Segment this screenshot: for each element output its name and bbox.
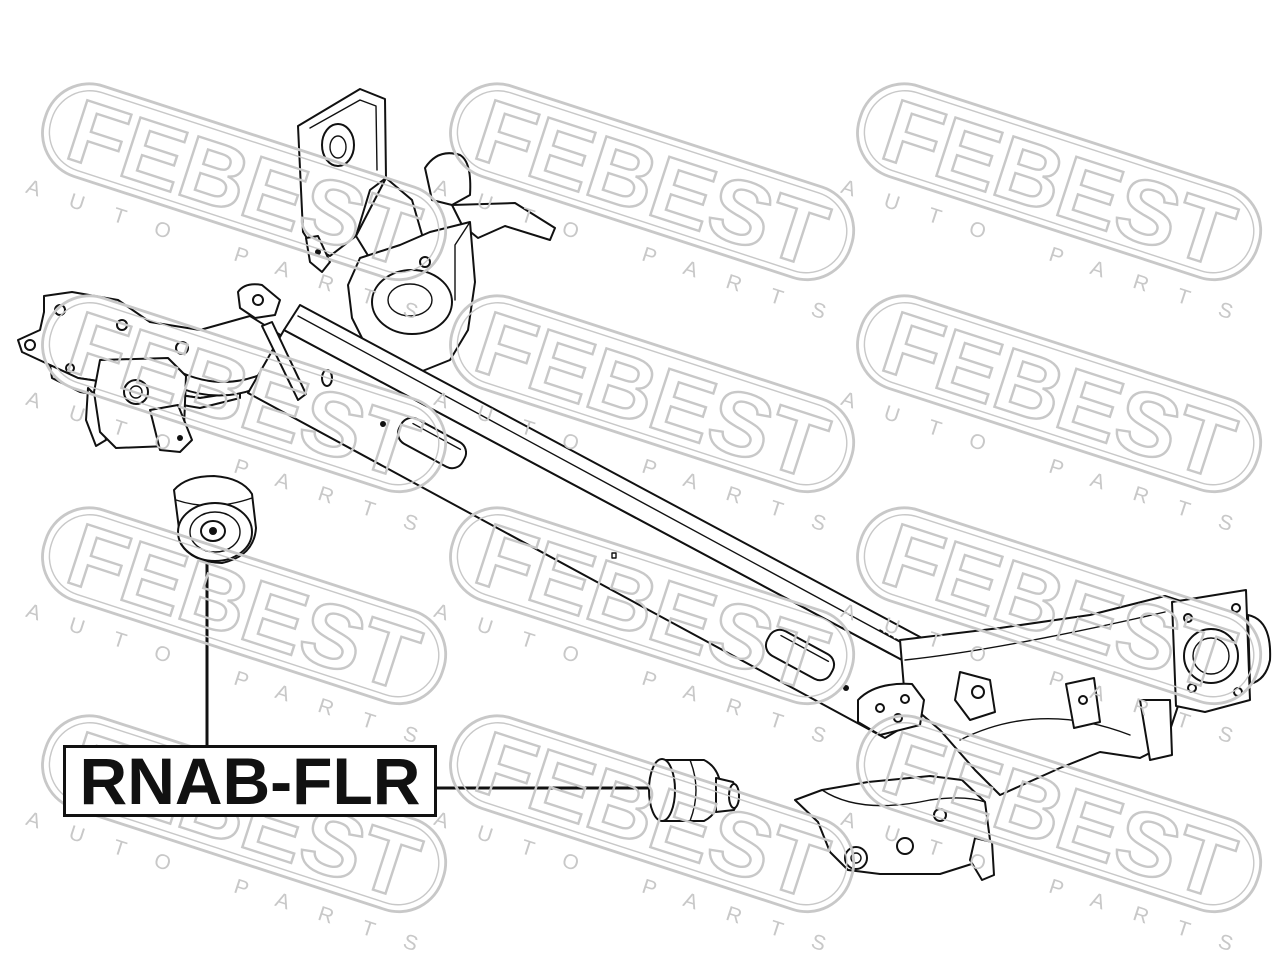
shock-bracket-edge	[309, 99, 378, 171]
watermark-frame	[41, 82, 448, 282]
watermark	[426, 69, 868, 327]
right-arm-bracket-hole	[1078, 695, 1088, 705]
beam-end-hole	[971, 685, 985, 699]
left-arm-tab-hole	[252, 294, 264, 306]
right-pivot-bolt	[844, 846, 868, 870]
flange-hole	[177, 435, 183, 441]
spring-seat-hole	[875, 703, 885, 713]
watermark	[18, 701, 460, 959]
watermark	[426, 701, 868, 959]
left-spring-seat-inner	[387, 283, 433, 317]
watermark	[833, 281, 1275, 539]
right-housing-hole	[896, 837, 914, 855]
spring-housing-edge	[454, 221, 471, 301]
beam-top-edge	[297, 315, 971, 681]
part-number-label: RNAB-FLR	[63, 745, 437, 817]
shock-bracket-hole	[321, 123, 355, 167]
watermark	[833, 69, 1275, 327]
shock-bracket-hole-inner	[329, 135, 347, 159]
right-arm-lower-part	[1139, 699, 1173, 761]
left-spring-housing	[347, 221, 476, 373]
left-arm-hole	[24, 339, 36, 351]
spring-seat-hole	[900, 694, 910, 704]
bushing-bore	[209, 527, 217, 535]
right-pivot-bolt-inner	[850, 852, 862, 864]
right-arm-curve	[959, 718, 1131, 741]
hanger-hole	[315, 249, 321, 255]
watermark-frame-inner	[48, 90, 440, 274]
